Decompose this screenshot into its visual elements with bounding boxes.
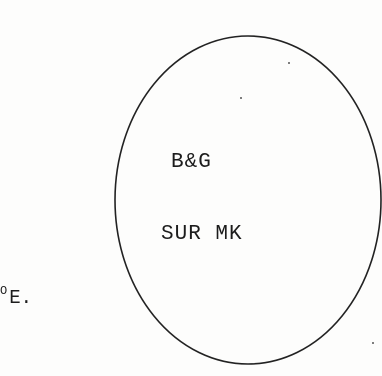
- seal-text-line-1: B&G: [171, 151, 212, 174]
- scan-speck: [372, 342, 374, 344]
- scan-speck: [288, 62, 290, 64]
- scan-speck: [240, 97, 242, 99]
- seal-text-line-2: SUR MK: [161, 223, 243, 246]
- direction-letter: E.: [9, 287, 33, 309]
- degree-mark: O: [0, 284, 8, 298]
